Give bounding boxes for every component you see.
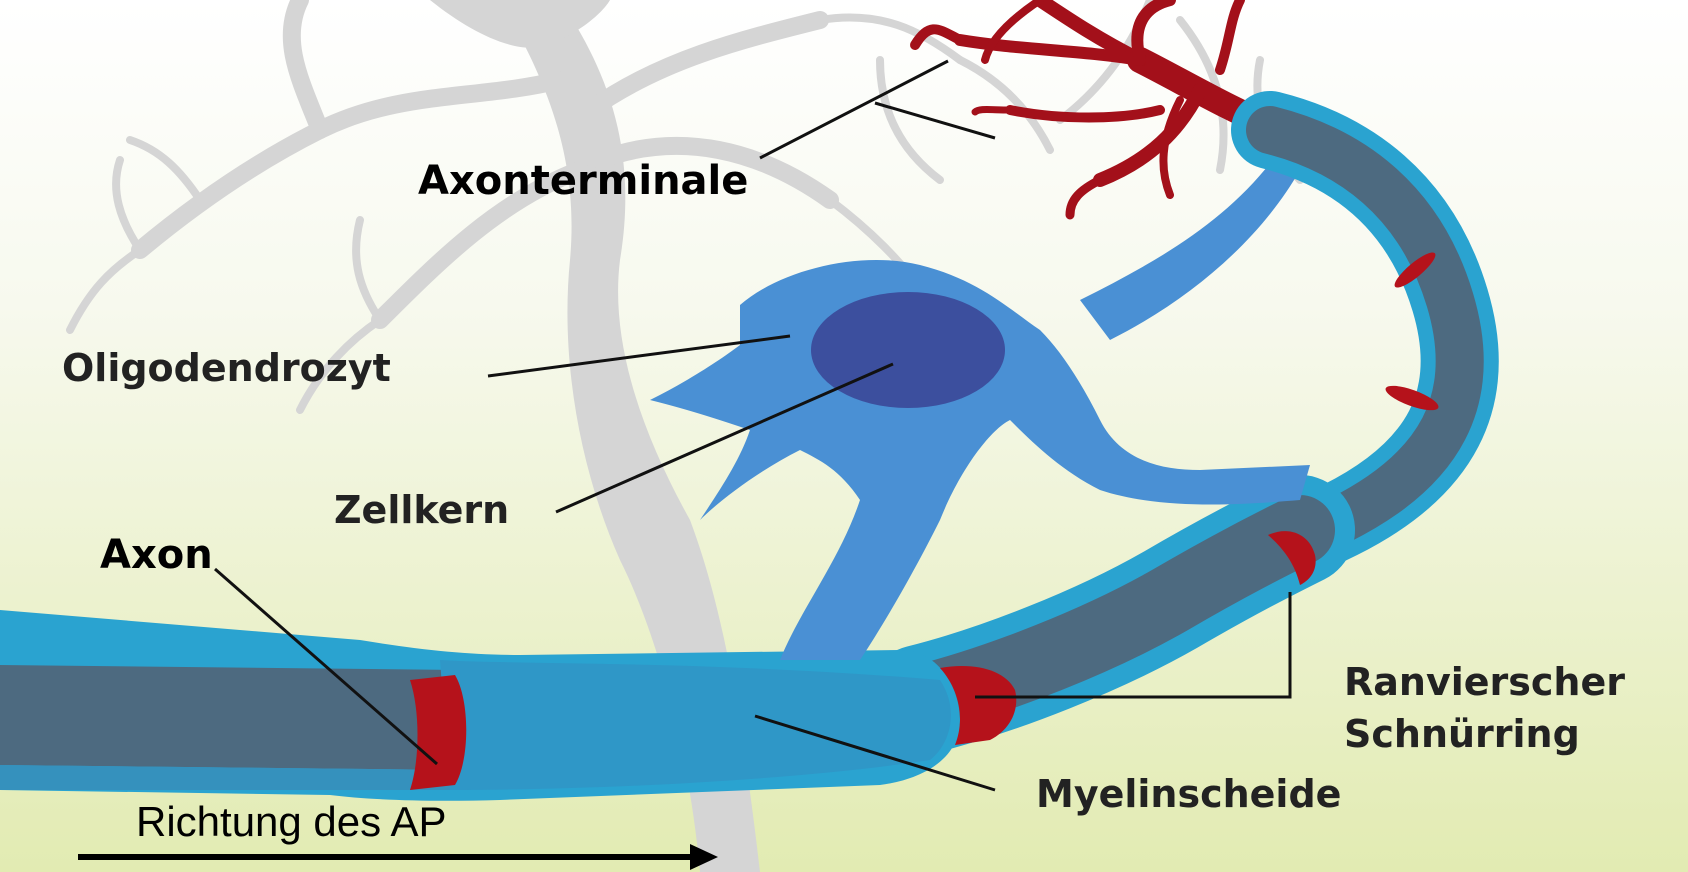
label-ranvierscher: Ranvierscher [1344,660,1625,704]
label-richtung-des-ap: Richtung des AP [136,798,447,846]
label-axon: Axon [100,532,213,578]
label-myelinscheide: Myelinscheide [1036,772,1341,816]
label-schnuerring: Schnürring [1344,712,1580,756]
label-zellkern: Zellkern [334,488,509,532]
label-axonterminale: Axonterminale [418,158,748,204]
cell-nucleus [811,292,1005,408]
label-oligodendrozyt: Oligodendrozyt [62,346,391,390]
